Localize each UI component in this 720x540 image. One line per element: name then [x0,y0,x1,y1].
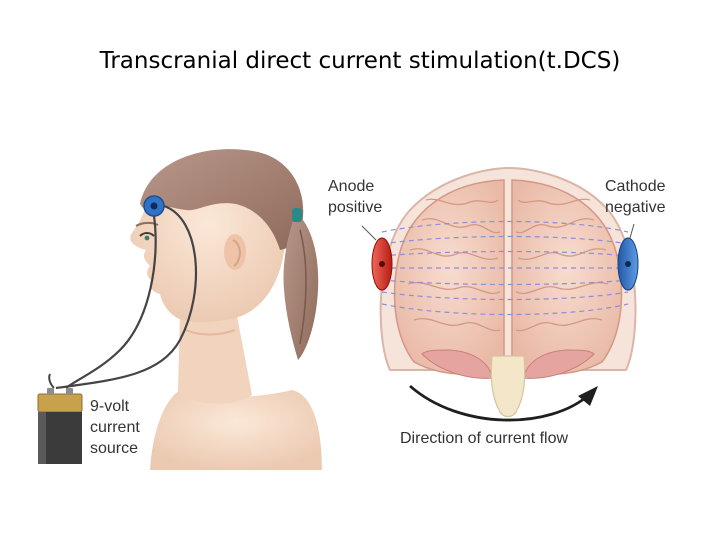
curved-arrow-icon [409,384,598,422]
tdcs-illustration [37,149,639,470]
tdcs-figure: Anode positive Cathode negative 9-volt c… [30,140,690,470]
cathode-leader [629,223,635,239]
battery-icon [37,388,83,464]
battery-label-line3: source [90,440,139,457]
cathode-electrode-icon [617,237,639,291]
blue-electrode-icon [143,195,165,217]
cathode-label-line1: Cathode [605,178,666,195]
hair [140,149,304,250]
electrode-wire-2 [55,204,198,390]
anode-label-line2: positive [328,199,383,216]
cathode-label: Cathode negative [605,176,666,218]
hair-tie [292,208,302,222]
ponytail [283,212,319,360]
eye [139,232,155,237]
battery-label-line1: 9-volt [90,398,130,415]
shoulders [150,390,322,470]
brain-gyri [407,198,609,332]
brain-diagram [361,166,639,422]
cerebellum-right [523,349,595,379]
cathode-label-line2: negative [605,199,666,216]
electrode-wire-1 [65,215,157,389]
battery-label: 9-volt current source [90,396,140,459]
anode-leader [361,225,377,241]
cerebellum-left [421,349,493,379]
anode-label: Anode positive [328,176,382,218]
slide-title: Transcranial direct current stimulation(… [99,48,621,74]
anode-electrode-icon [371,237,393,291]
current-flow-label: Direction of current flow [400,430,569,447]
profile-person [48,149,322,470]
battery-label-line2: current [90,419,140,436]
brain-stem [490,355,526,418]
anode-label-line1: Anode [328,178,375,195]
current-field-lines [381,220,629,316]
ear [224,234,246,270]
